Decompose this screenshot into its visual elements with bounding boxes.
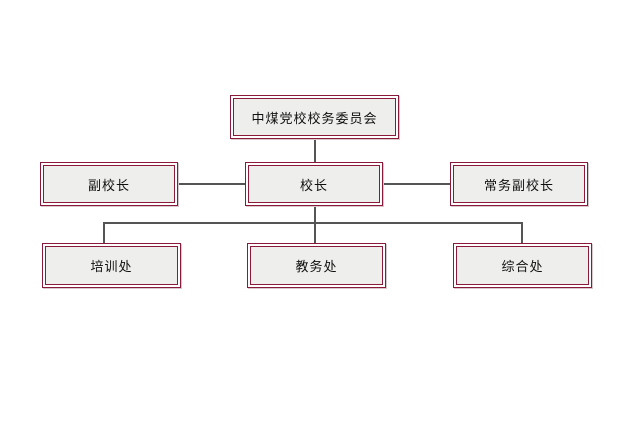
connector-top-to-head [314,138,316,164]
connector-to-dept-1 [103,222,105,244]
connector-departments-horizontal [103,222,523,224]
node-label: 常务副校长 [453,165,585,203]
node-label: 中煤党校校务委员会 [233,98,396,136]
connector-to-dept-2 [314,222,316,244]
node-label: 综合处 [456,246,589,285]
node-vice-principal: 副校长 [40,162,178,206]
node-training-office: 培训处 [42,243,181,288]
node-label: 校长 [248,165,380,203]
node-party-school-committee: 中煤党校校务委员会 [230,95,399,139]
node-general-office: 综合处 [453,243,592,288]
connector-right-deputy [382,183,450,185]
connector-left-deputy [178,183,246,185]
connector-head-down [314,205,316,223]
connector-to-dept-3 [521,222,523,244]
node-executive-vice-principal: 常务副校长 [450,162,588,206]
node-principal: 校长 [245,162,383,206]
node-academic-office: 教务处 [247,243,386,288]
node-label: 培训处 [45,246,178,285]
node-label: 教务处 [250,246,383,285]
node-label: 副校长 [43,165,175,203]
